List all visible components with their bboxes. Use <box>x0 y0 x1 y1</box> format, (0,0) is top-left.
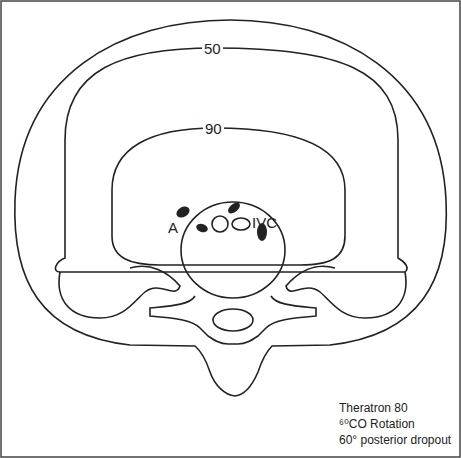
structure-label: A <box>168 219 178 236</box>
note-text: 60° posterior dropout <box>339 434 451 448</box>
note-text: Theratron 80 <box>339 402 408 416</box>
note-text: ⁶⁰CO Rotation <box>339 418 415 432</box>
isodose-label: 50 <box>202 40 223 57</box>
isodose-label: 90 <box>203 120 224 137</box>
structure-label: IVC <box>252 214 277 231</box>
